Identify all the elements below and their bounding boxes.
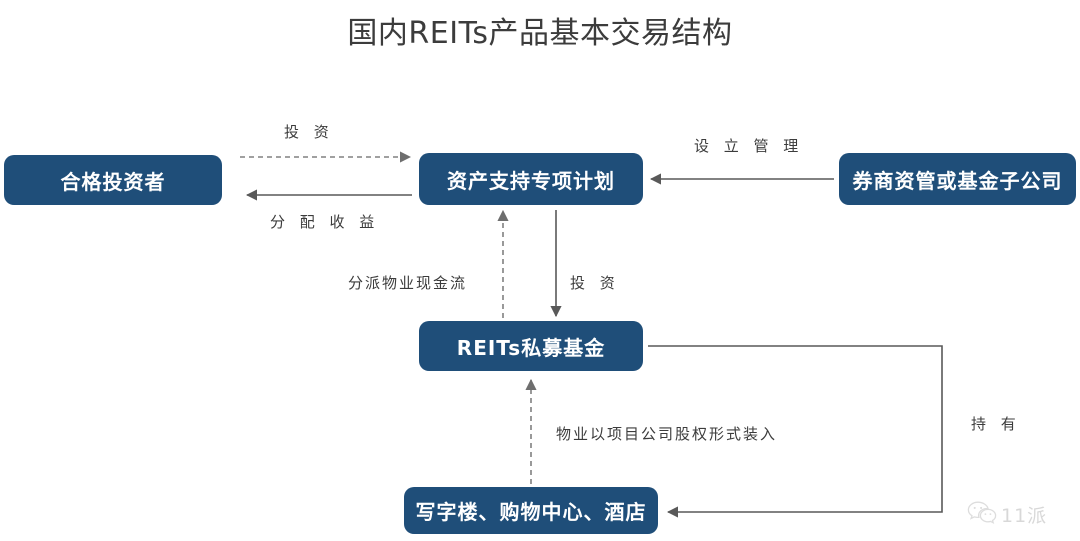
page-title: 国内REITs产品基本交易结构 (347, 16, 733, 51)
edge-label-distribute-income: 分 配 收 益 (270, 213, 380, 231)
node-manager-label: 券商资管或基金子公司 (852, 168, 1063, 193)
node-properties-label: 写字楼、购物中心、酒店 (415, 500, 647, 524)
node-manager[interactable]: 券商资管或基金子公司 (839, 153, 1076, 205)
edge-label-invest-to-plan: 投 资 (284, 123, 334, 141)
edge-label-hold: 持 有 (971, 415, 1021, 433)
node-properties[interactable]: 写字楼、购物中心、酒店 (404, 487, 658, 534)
node-abs-plan-label: 资产支持专项计划 (447, 168, 615, 193)
connector-hold (648, 345, 943, 518)
wechat-icon (967, 500, 997, 528)
node-investors-label: 合格投资者 (60, 169, 166, 194)
edge-label-property-cashflow: 分派物业现金流 (348, 274, 468, 292)
edge-label-equity-injection: 物业以项目公司股权形式装入 (556, 425, 778, 443)
node-reits-fund[interactable]: REITs私募基金 (419, 321, 643, 371)
watermark-text: 11派 (1001, 504, 1048, 527)
node-reits-fund-label: REITs私募基金 (456, 335, 606, 360)
watermark: 11派 (967, 500, 1047, 528)
node-investors[interactable]: 合格投资者 (4, 155, 222, 205)
edge-label-setup-manage: 设 立 管 理 (694, 137, 804, 155)
node-abs-plan[interactable]: 资产支持专项计划 (419, 153, 643, 205)
edge-label-invest-to-fund: 投 资 (570, 274, 620, 292)
